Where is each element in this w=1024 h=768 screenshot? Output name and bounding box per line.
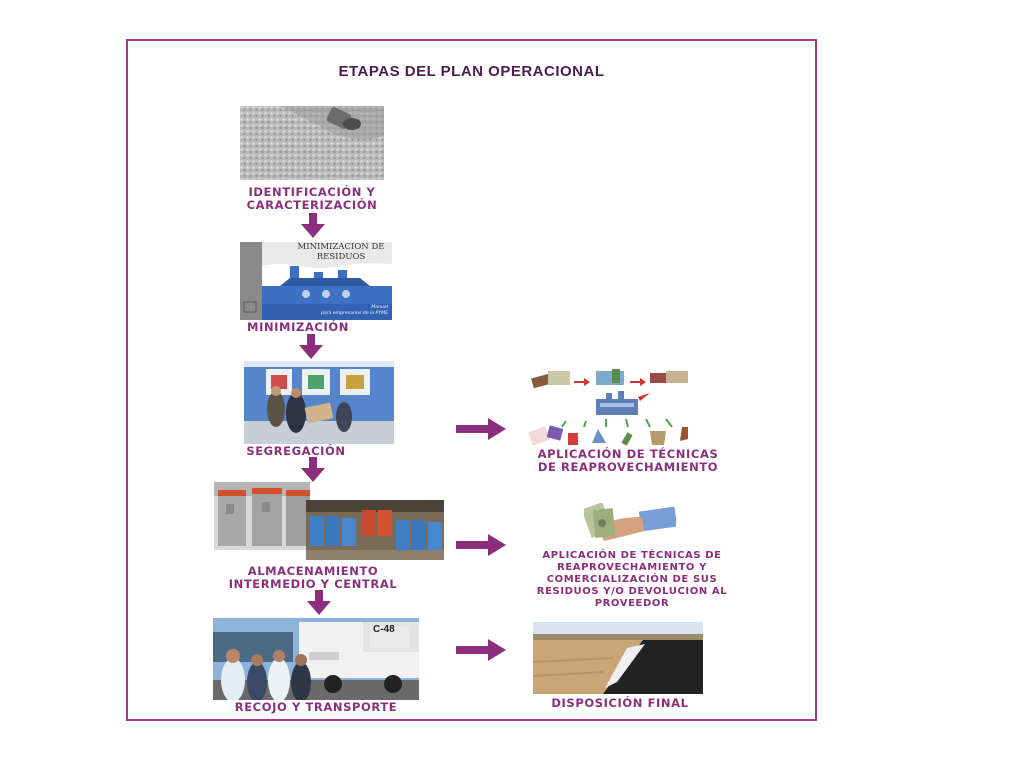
manual-cover-title-line1: MINIMIZACION DE: [297, 242, 385, 252]
title-area: ETAPAS DEL PLAN OPERACIONAL: [126, 0, 817, 100]
almacenamiento-label-line1: ALMACENAMIENTO: [247, 564, 379, 578]
arrow-down-2: [299, 334, 323, 359]
almacenamiento-bins-photo: [214, 482, 310, 550]
minimizacion-manual-cover: MINIMIZACION DE RESIDUOS Manual para emp…: [240, 242, 392, 320]
disposicion-final-photo: [533, 622, 703, 694]
comercializacion-label-line1: APLICACIÓN DE TÉCNICAS DE: [542, 550, 722, 561]
almacenamiento-drums-photo: [306, 500, 444, 560]
manual-cover-title: MINIMIZACION DE RESIDUOS: [290, 242, 392, 262]
disposicion-final-label: DISPOSICIÓN FINAL: [551, 696, 689, 710]
almacenamiento-label: ALMACENAMIENTO INTERMEDIO Y CENTRAL: [206, 565, 420, 591]
segregacion-label: SEGREGACIÓN: [246, 444, 346, 458]
manual-cover-title-line2: RESIDUOS: [316, 252, 366, 262]
segregacion-photo: [244, 361, 394, 444]
arrow-right-3: [456, 639, 506, 661]
identificacion-label-line2: CARACTERIZACIÓN: [246, 198, 378, 212]
manual-cover-subtitle-line2: para empresarios de la PYME: [320, 310, 388, 316]
recojo-transporte-label: RECOJO Y TRANSPORTE: [234, 700, 398, 714]
recojo-transporte-photo: C-48: [213, 618, 419, 700]
manual-cover-subtitle-line1: Manual: [371, 305, 388, 310]
truck-number: C-48: [373, 624, 395, 635]
diagram-frame: [126, 39, 817, 721]
manual-cover-subtitle: Manual para empresarios de la PYME: [321, 305, 388, 316]
almacenamiento-label-line2: INTERMEDIO Y CENTRAL: [228, 577, 398, 591]
reaprovechamiento-label-line2: DE REAPROVECHAMIENTO: [537, 460, 719, 474]
arrow-right-1: [456, 418, 506, 440]
comercializacion-label-line4: RESIDUOS Y/O DEVOLUCION AL: [536, 586, 728, 597]
comercializacion-hand-money: [584, 503, 676, 547]
arrow-down-1: [301, 213, 325, 238]
reaprovechamiento-illustration: [526, 367, 708, 449]
arrow-down-3: [301, 457, 325, 482]
minimizacion-label: MINIMIZACIÓN: [247, 320, 349, 334]
identificacion-label: IDENTIFICACIÓN Y CARACTERIZACIÓN: [224, 186, 400, 212]
arrow-right-2: [456, 534, 506, 556]
identificacion-photo: [240, 106, 384, 180]
reaprovechamiento-label: APLICACIÓN DE TÉCNICAS DE REAPROVECHAMIE…: [500, 448, 756, 474]
comercializacion-label-line3: COMERCIALIZACIÓN DE SUS: [546, 574, 718, 585]
comercializacion-label-line5: PROVEEDOR: [594, 598, 670, 609]
reaprovechamiento-label-line1: APLICACIÓN DE TÉCNICAS: [537, 447, 719, 461]
identificacion-label-line1: IDENTIFICACIÓN Y: [248, 185, 376, 199]
arrow-down-4: [307, 590, 331, 615]
comercializacion-label: APLICACIÓN DE TÉCNICAS DE REAPROVECHAMIE…: [508, 550, 756, 610]
diagram-title: ETAPAS DEL PLAN OPERACIONAL: [338, 63, 605, 80]
comercializacion-label-line2: REAPROVECHAMIENTO Y: [557, 562, 707, 573]
